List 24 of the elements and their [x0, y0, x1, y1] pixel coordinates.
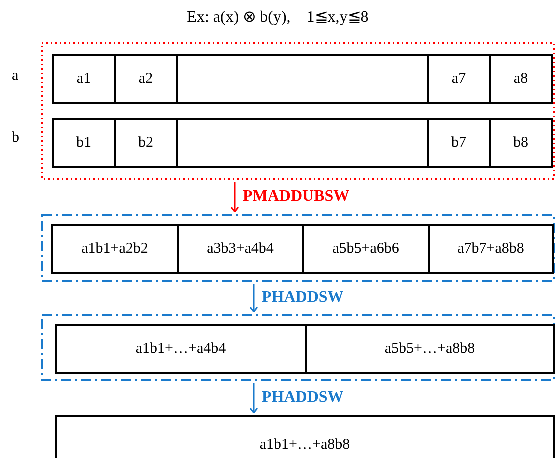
register-cell: a7b7+a8b8 [428, 224, 554, 274]
register-cell: a1b1+a2b2 [51, 224, 179, 274]
group-frame [41, 214, 555, 282]
register-cell: b8 [489, 118, 553, 168]
group-frame [41, 314, 555, 381]
register-cell: a7 [427, 54, 491, 104]
register-cell: a8 [489, 54, 553, 104]
register-cell: a1b1+…+a4b4 [55, 324, 307, 374]
register-cell: a5b5+a6b6 [302, 224, 430, 274]
register-cell: a1b1+…+a8b8 [55, 415, 555, 458]
title: Ex: a(x) ⊗ b(y), 1≦x,y≦8 [186, 8, 370, 27]
register-cell: a1 [52, 54, 116, 104]
row-label: a [12, 68, 19, 85]
register-cell: a5b5+…+a8b8 [305, 324, 555, 374]
group-frame [41, 42, 555, 180]
row-label: b [12, 130, 20, 147]
arrow [250, 383, 258, 414]
register-cell: a2 [114, 54, 178, 104]
arrow [230, 182, 240, 213]
register-cell: b7 [427, 118, 491, 168]
register-cell: b1 [52, 118, 116, 168]
register-cell: a3b3+a4b4 [177, 224, 304, 274]
register-cell: b2 [114, 118, 178, 168]
arrow [250, 284, 258, 313]
